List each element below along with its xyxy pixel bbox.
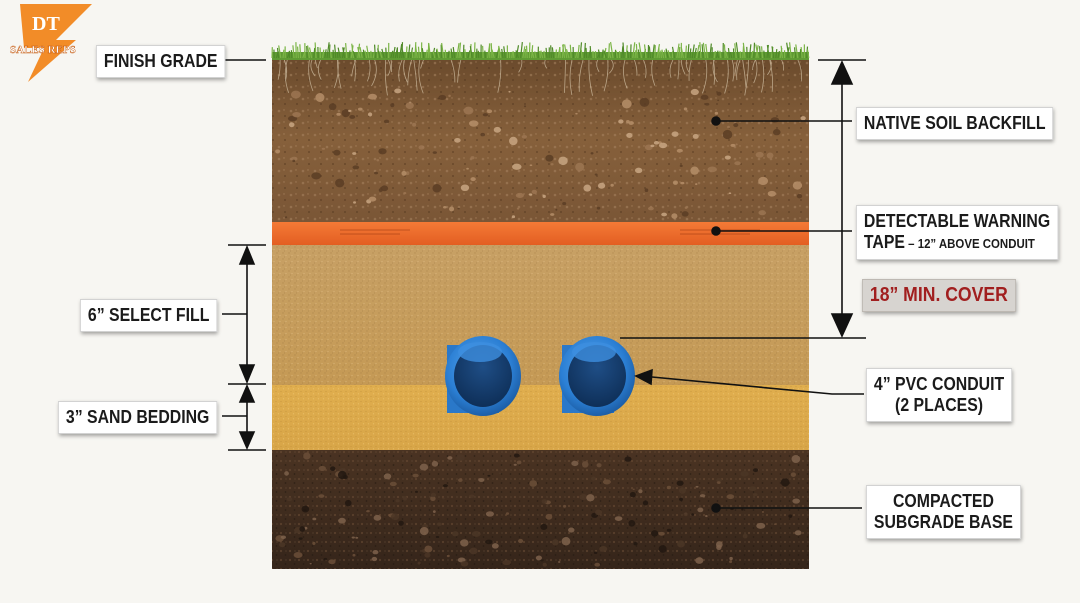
- native-soil-text: NATIVE SOIL BACKFILL: [863, 113, 1046, 133]
- native-soil-dot: [711, 116, 721, 126]
- pvc-arrow: [634, 368, 653, 386]
- cover-arrow-down: [830, 313, 854, 338]
- finish-grade-text: FINISH GRADE: [103, 51, 218, 71]
- min-cover-text: 18” MIN. COVER: [869, 284, 1008, 306]
- warning-tape-label: DETECTABLE WARNING TAPE – 12” ABOVE COND…: [856, 205, 1059, 260]
- logo-dt-text: DT: [32, 13, 60, 35]
- pvc-conduit-right: [559, 336, 635, 416]
- warning-tape-layer: [272, 222, 809, 245]
- grass-surface: [271, 41, 810, 60]
- warning-tape-text-line2b: – 12” ABOVE CONDUIT: [904, 236, 1035, 251]
- pvc-conduit-text-line2: (2 PLACES): [895, 395, 984, 415]
- warning-tape-text-line2a: TAPE: [863, 232, 905, 252]
- warning-tape-text-line1: DETECTABLE WARNING: [863, 211, 1051, 231]
- warning-tape-dot: [711, 226, 721, 236]
- subgrade-text-line1: COMPACTED: [892, 491, 994, 511]
- pvc-leader: [651, 376, 864, 395]
- logo-sales-reps-text: SALES REPS: [10, 44, 76, 56]
- soil-rocks: [275, 88, 806, 567]
- subgrade-dot: [711, 503, 721, 513]
- min-cover-label: 18” MIN. COVER: [862, 279, 1016, 312]
- pvc-conduit-left: [445, 336, 521, 416]
- soil-roots: [277, 59, 803, 96]
- sand-bedding-label: 3” SAND BEDDING: [58, 401, 218, 434]
- dt-sales-reps-logo: DT SALES REPS: [10, 4, 92, 82]
- pvc-conduit-label: 4” PVC CONDUIT (2 PLACES): [866, 368, 1013, 422]
- pvc-conduit-text-line1: 4” PVC CONDUIT: [873, 374, 1005, 394]
- native-soil-backfill-label: NATIVE SOIL BACKFILL: [856, 107, 1054, 140]
- select-fill-label: 6” SELECT FILL: [80, 299, 218, 332]
- subgrade-base-label: COMPACTED SUBGRADE BASE: [866, 485, 1021, 539]
- soil-layers: [272, 56, 809, 569]
- sand-bedding-text: 3” SAND BEDDING: [65, 407, 210, 427]
- cover-arrow-up: [830, 60, 854, 85]
- subgrade-text-line2: SUBGRADE BASE: [873, 512, 1013, 532]
- annotation-lines: [222, 59, 866, 513]
- select-fill-text: 6” SELECT FILL: [87, 305, 210, 325]
- finish-grade-label: FINISH GRADE: [96, 45, 226, 78]
